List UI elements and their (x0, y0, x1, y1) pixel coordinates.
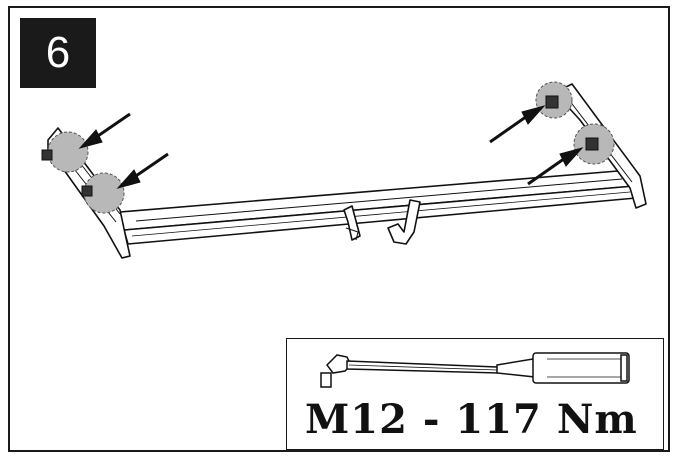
arrow-icon (489, 105, 546, 144)
arrow-icon (116, 152, 169, 189)
arrow-icon (527, 147, 584, 186)
torque-spec-panel: M12 - 117 Nm (286, 338, 664, 450)
bolt-marker-icon (47, 131, 89, 173)
torque-spec-label: M12 - 117 Nm (305, 396, 638, 443)
center-hook-right (387, 199, 421, 245)
step-number: 6 (45, 28, 71, 77)
step-number-badge: 6 (20, 18, 96, 88)
torque-wrench-icon (320, 352, 630, 388)
arrow-icon (78, 112, 131, 149)
